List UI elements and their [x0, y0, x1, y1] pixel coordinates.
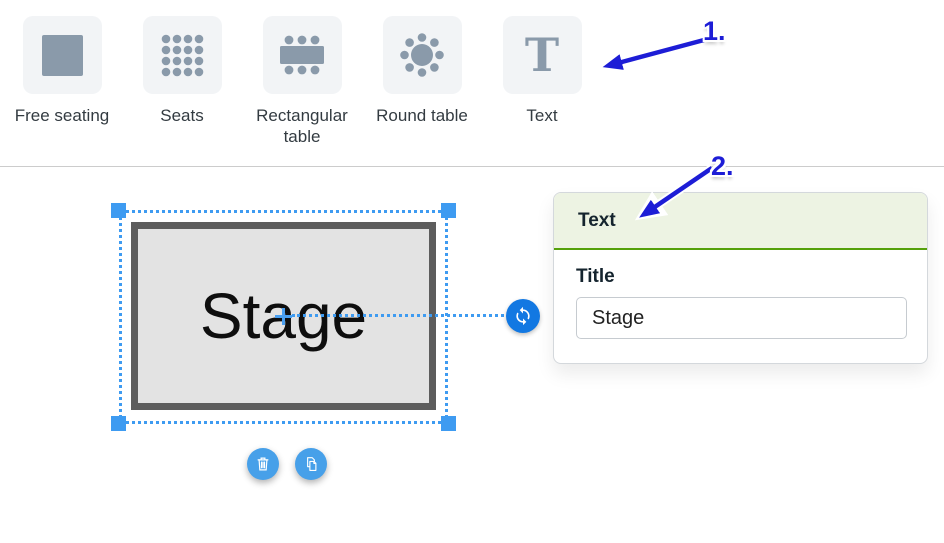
step-2-label: 2. [711, 151, 734, 181]
resize-handle-top-right[interactable] [441, 203, 456, 218]
duplicate-button[interactable] [295, 448, 327, 480]
tool-round-table-card [382, 16, 462, 94]
step-1-label: 1. [703, 16, 726, 46]
rotate-connector-line [292, 314, 521, 317]
tool-free-seating[interactable]: Free seating [2, 16, 122, 127]
delete-button[interactable] [247, 448, 279, 480]
element-toolbar: Free seating Seats [0, 0, 944, 167]
tool-label: Free seating [14, 106, 110, 125]
round-table-icon [400, 33, 444, 77]
trash-icon [257, 457, 269, 471]
rotate-icon [516, 306, 530, 326]
resize-handle-bottom-right[interactable] [441, 416, 456, 431]
tool-rectangular-table[interactable]: Rectangular table [242, 16, 362, 147]
rectangular-table-icon [280, 35, 324, 75]
tool-label: Text [526, 106, 558, 125]
rotate-handle[interactable] [506, 299, 540, 333]
tool-label: Seats [160, 106, 204, 125]
panel-title: Text [578, 209, 616, 231]
resize-handle-bottom-left[interactable] [111, 416, 126, 431]
tool-seats[interactable]: Seats [122, 16, 242, 127]
properties-panel: Text Title [553, 192, 928, 364]
text-tool-icon: T [524, 28, 560, 82]
title-field-label: Title [576, 266, 615, 287]
free-seating-icon [41, 34, 83, 76]
resize-handle-top-left[interactable] [111, 203, 126, 218]
seats-grid-icon [161, 34, 204, 77]
properties-panel-body: Title [554, 250, 927, 339]
duplicate-icon [307, 457, 317, 471]
tool-label: Round table [376, 106, 468, 125]
tool-free-seating-card [22, 16, 102, 94]
tool-rectangular-table-card [262, 16, 342, 94]
tool-round-table[interactable]: Round table [362, 16, 482, 127]
title-input[interactable] [576, 297, 907, 339]
center-crosshair [282, 308, 285, 325]
properties-panel-header: Text [554, 193, 927, 250]
tool-text-card: T [502, 16, 582, 94]
tool-text[interactable]: T Text [482, 16, 602, 127]
tool-label: Rectangular table [256, 106, 348, 146]
selection-box [119, 210, 448, 424]
tool-seats-card [142, 16, 222, 94]
